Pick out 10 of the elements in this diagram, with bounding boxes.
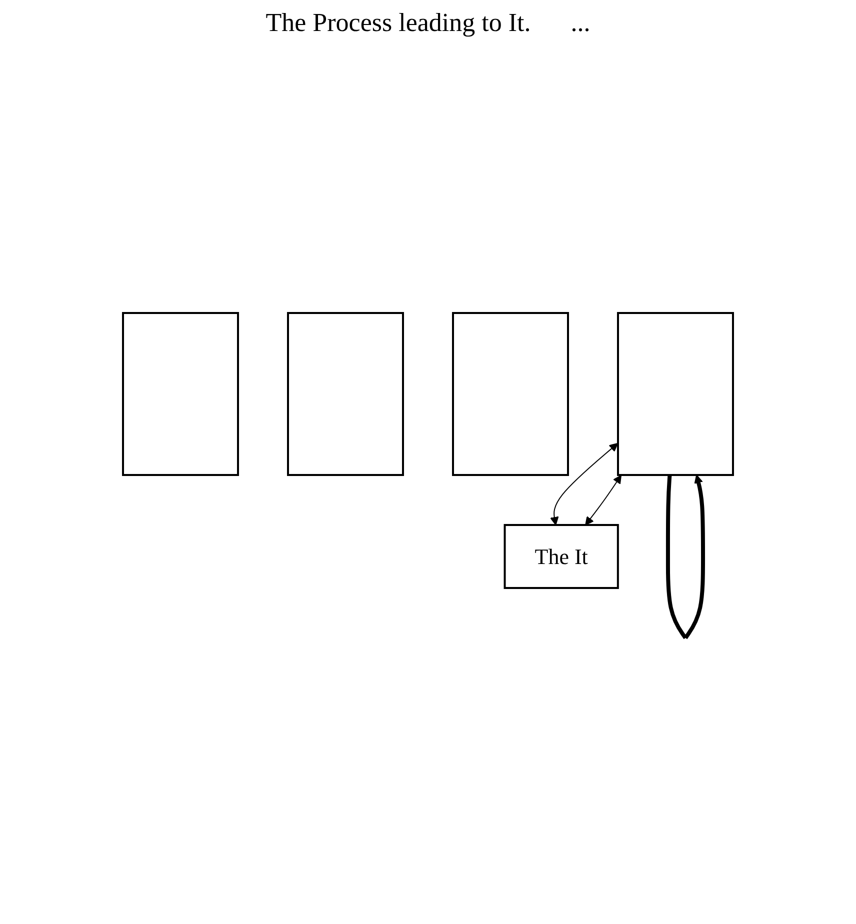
node-box xyxy=(617,312,734,476)
arrow xyxy=(585,475,622,526)
caption-text: ... xyxy=(570,8,590,38)
caption-text: The Process leading to It. xyxy=(266,8,531,38)
arrow xyxy=(550,443,618,526)
node-box xyxy=(287,312,404,476)
node-box xyxy=(122,312,239,476)
node-box: The It xyxy=(504,524,619,590)
arrow xyxy=(666,475,706,640)
node-box xyxy=(452,312,569,476)
